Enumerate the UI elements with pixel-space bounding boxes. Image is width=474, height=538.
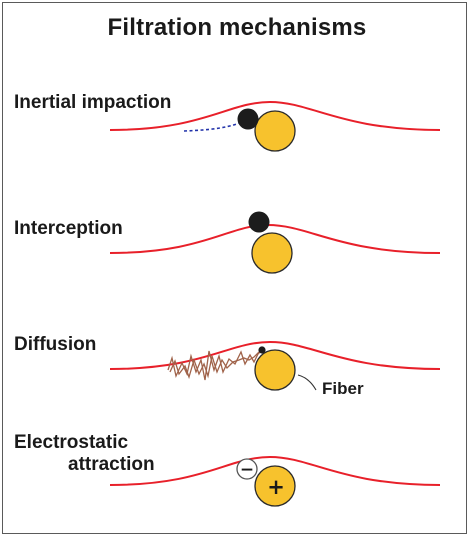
panel-interception — [109, 211, 441, 274]
fiber-charge-symbol: + — [267, 475, 285, 499]
diffusion-path-2 — [169, 351, 260, 380]
panel-electrostatic: − + — [109, 455, 441, 507]
label-diffusion: Diffusion — [14, 334, 97, 355]
particle-2 — [248, 211, 270, 233]
streamline-3 — [109, 340, 441, 370]
particle-1 — [237, 108, 259, 130]
panel-diffusion — [109, 340, 441, 391]
fiber-2 — [251, 232, 293, 274]
fiber-4 — [254, 465, 296, 507]
fiber-leader-line — [297, 374, 317, 391]
streamline-4 — [109, 455, 441, 486]
diagram-frame — [2, 2, 467, 534]
label-interception: Interception — [14, 218, 123, 239]
streamline-1 — [109, 100, 441, 131]
fiber-1 — [254, 110, 296, 152]
diagram-title: Filtration mechanisms — [107, 14, 367, 41]
particle-3 — [258, 346, 266, 354]
diffusion-path — [167, 349, 263, 381]
label-attraction: attraction — [68, 454, 155, 475]
panel-inertial-impaction — [109, 100, 441, 152]
particle-charge-symbol: − — [240, 460, 254, 480]
fiber-label: Fiber — [322, 379, 364, 398]
label-inertial-impaction: Inertial impaction — [14, 92, 172, 113]
fiber-3 — [254, 349, 296, 391]
impaction-trajectory — [183, 118, 249, 132]
label-electrostatic: Electrostatic — [14, 432, 129, 453]
charged-particle — [236, 458, 258, 480]
